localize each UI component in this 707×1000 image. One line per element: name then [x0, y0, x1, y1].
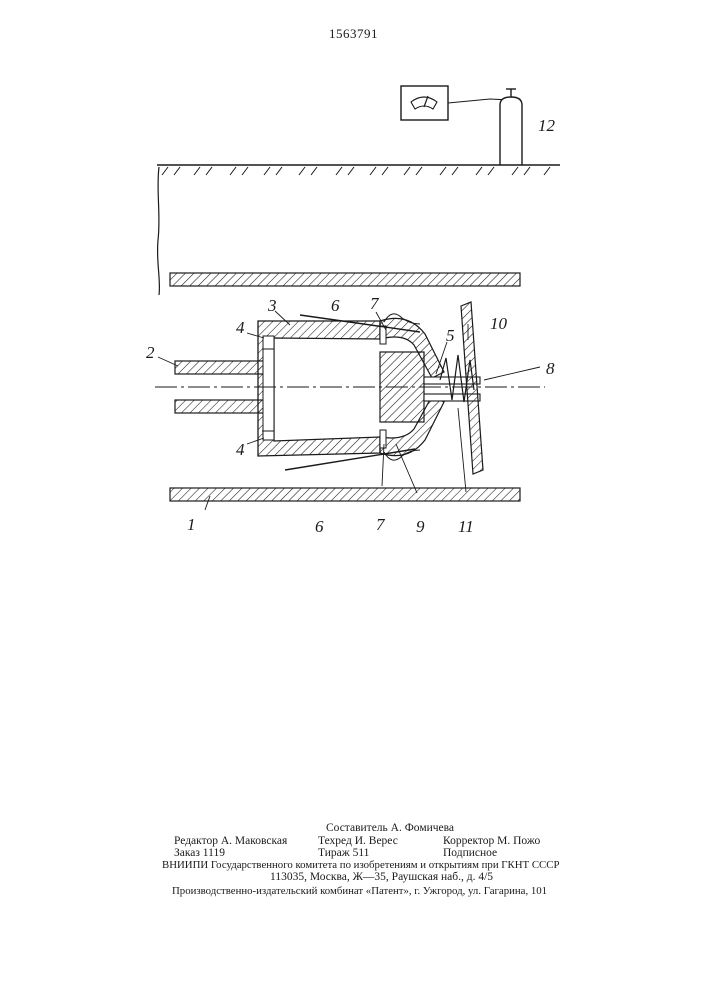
label-1: 1 [187, 515, 196, 534]
label-7-top: 7 [370, 294, 380, 313]
gas-cylinder [500, 89, 522, 165]
label-2: 2 [146, 343, 155, 362]
label-3: 3 [267, 296, 277, 315]
label-7-bottom: 7 [376, 515, 386, 534]
label-6-top: 6 [331, 296, 340, 315]
label-4-top: 4 [236, 318, 245, 337]
label-10: 10 [490, 314, 508, 333]
label-5: 5 [446, 326, 455, 345]
conical-body [258, 314, 444, 460]
label-12: 12 [538, 116, 556, 135]
measuring-device [401, 86, 510, 120]
label-8: 8 [546, 359, 555, 378]
label-4-bottom: 4 [236, 440, 245, 459]
label-11: 11 [458, 517, 474, 536]
footer-publisher: Производственно-издательский комбинат «П… [172, 885, 547, 898]
footer-address: 113035, Москва, Ж—35, Раушская наб., д. … [270, 871, 493, 884]
label-9: 9 [416, 517, 425, 536]
label-6-bottom: 6 [315, 517, 324, 536]
end-disc [461, 302, 483, 474]
footer-compiler: Составитель А. Фомичева [326, 822, 454, 835]
